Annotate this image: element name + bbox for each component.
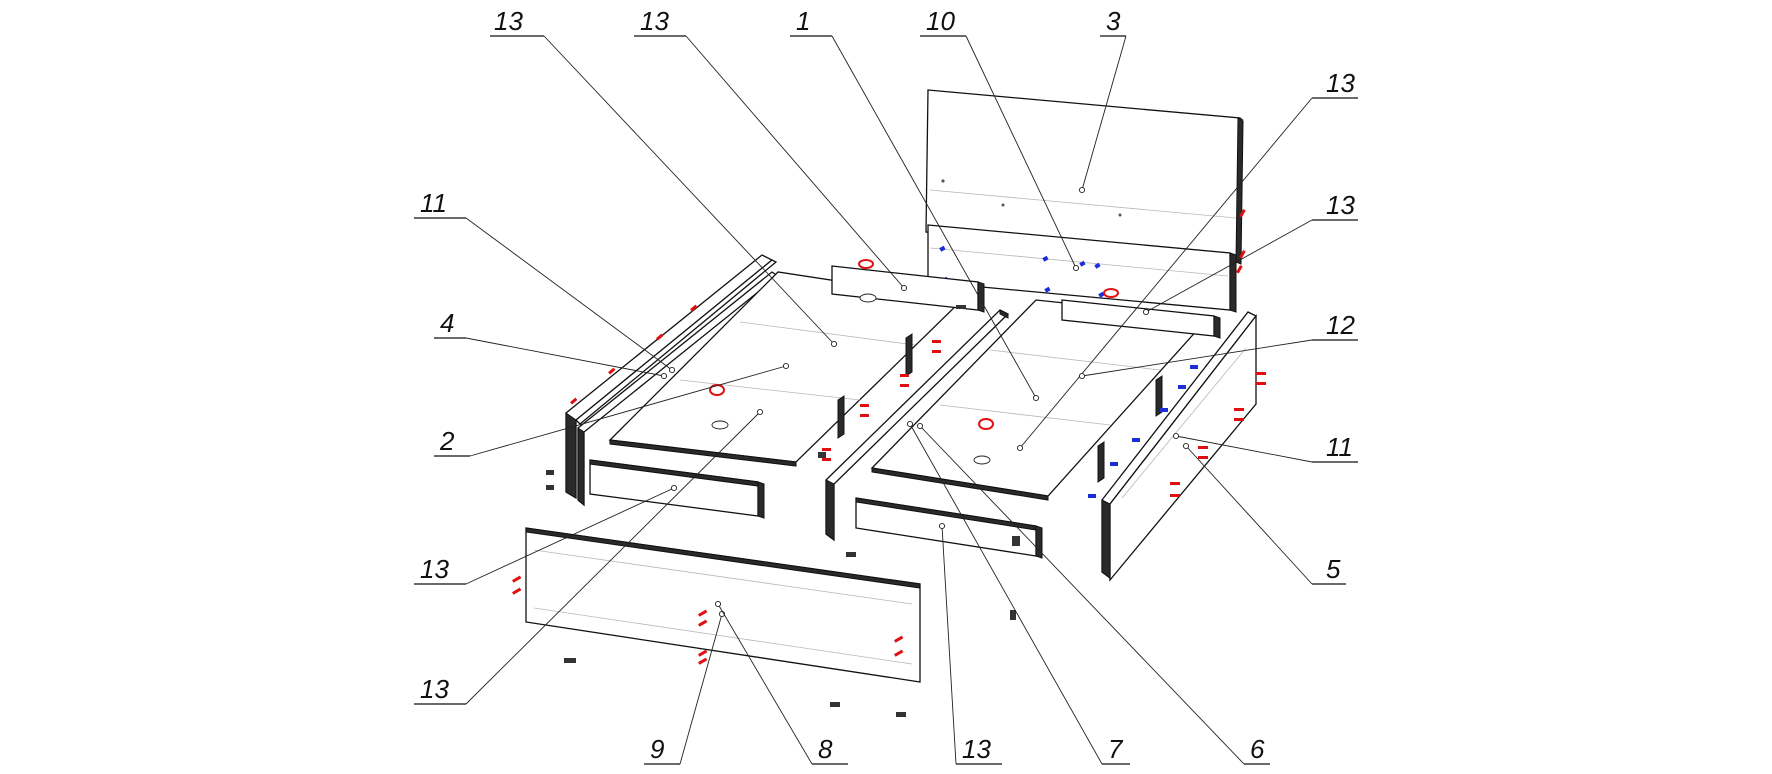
callout-13-right-upper: 13 — [1016, 68, 1358, 452]
left-inner-side-panel — [577, 271, 780, 507]
callout-2: 2 — [434, 362, 790, 457]
svg-text:13: 13 — [420, 674, 449, 704]
svg-text:3: 3 — [1106, 6, 1121, 36]
footboard-panel — [512, 527, 1016, 717]
svg-text:13: 13 — [1326, 68, 1355, 98]
svg-text:11: 11 — [420, 188, 447, 218]
left-front-rail — [589, 459, 765, 519]
callout-11-left: 11 — [414, 188, 676, 374]
svg-text:6: 6 — [1250, 734, 1265, 764]
svg-text:13: 13 — [962, 734, 991, 764]
svg-text:9: 9 — [650, 734, 664, 764]
svg-text:12: 12 — [1326, 310, 1355, 340]
svg-text:2: 2 — [439, 426, 455, 456]
right-front-rail — [855, 497, 1043, 559]
callout-11-right: 11 — [1172, 432, 1358, 463]
parts — [512, 89, 1266, 717]
callout-8: 8 — [714, 600, 848, 765]
svg-text:13: 13 — [640, 6, 669, 36]
center-divider-panel — [818, 309, 1010, 542]
left-outer-side-panel — [546, 254, 778, 500]
callout-4: 4 — [434, 308, 668, 380]
svg-text:8: 8 — [818, 734, 833, 764]
left-support-legs — [822, 333, 941, 461]
callout-5: 5 — [1182, 442, 1346, 585]
callout-13-bottom: 13 — [938, 522, 1002, 765]
svg-text:11: 11 — [1326, 432, 1353, 462]
callout-7: 7 — [906, 420, 1130, 765]
callout-13-top-left: 13 — [490, 6, 838, 348]
callout-1: 1 — [790, 6, 1040, 402]
callout-13-left-middle: 13 — [414, 484, 678, 585]
svg-text:10: 10 — [926, 6, 955, 36]
callout-13-left-lower: 13 — [414, 408, 764, 705]
svg-text:7: 7 — [1108, 734, 1124, 764]
callout-10: 10 — [920, 6, 1080, 272]
svg-text:1: 1 — [796, 6, 810, 36]
svg-text:13: 13 — [420, 554, 449, 584]
callout-9: 9 — [644, 610, 726, 765]
right-outer-side-panel — [1088, 311, 1266, 582]
callout-13-top-center: 13 — [634, 6, 908, 292]
svg-text:13: 13 — [1326, 190, 1355, 220]
callout-3: 3 — [1078, 6, 1127, 194]
callout-6: 6 — [916, 422, 1270, 765]
right-back-rail — [1061, 299, 1221, 339]
callout-13-right-second: 13 — [1142, 190, 1358, 316]
svg-text:5: 5 — [1326, 554, 1341, 584]
callouts: 13 13 1 10 3 — [414, 6, 1358, 765]
callout-12: 12 — [1078, 310, 1358, 380]
svg-text:4: 4 — [440, 308, 454, 338]
headboard-panel — [925, 89, 1244, 265]
svg-text:13: 13 — [494, 6, 523, 36]
